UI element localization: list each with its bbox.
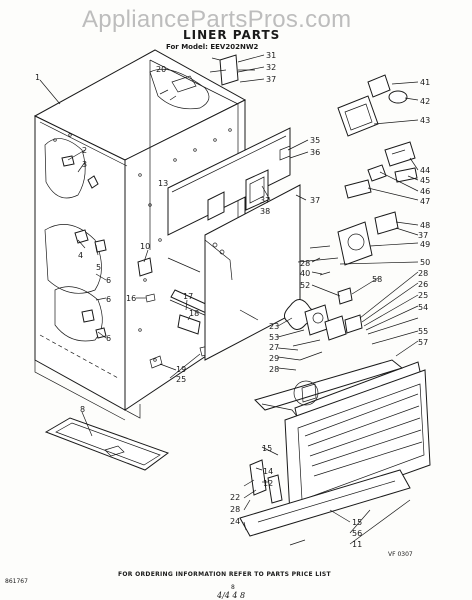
callout-50: 50 — [420, 258, 430, 267]
callout-19: 19 — [176, 365, 186, 374]
callout-5: 5 — [96, 263, 101, 272]
drip-tray — [44, 417, 170, 471]
callout-35: 35 — [310, 136, 320, 145]
callout-28d: 28 — [230, 505, 240, 514]
callout-4: 4 — [78, 251, 83, 260]
callout-54: 54 — [418, 303, 428, 312]
callout-38: 38 — [260, 207, 270, 216]
model-line: For Model: EEV202NW2 — [166, 43, 259, 51]
callout-42: 42 — [420, 97, 430, 106]
diagram-title: LINER PARTS — [183, 28, 281, 42]
light-assembly — [337, 74, 408, 137]
callout-37d: 37 — [418, 231, 428, 240]
callout-46: 46 — [420, 187, 430, 196]
callout-45: 45 — [420, 176, 430, 185]
callout-43: 43 — [420, 116, 430, 125]
callout-10: 10 — [140, 242, 150, 251]
callout-40: 40 — [300, 269, 310, 278]
upper-brackets — [211, 54, 255, 86]
callout-32: 32 — [266, 63, 276, 72]
callout-52: 52 — [300, 281, 310, 290]
callout-55: 55 — [418, 327, 428, 336]
callout-29: 29 — [269, 354, 279, 363]
callout-27: 27 — [269, 343, 279, 352]
callout-41: 41 — [420, 78, 430, 87]
callout-28a: 28 — [300, 259, 310, 268]
callout-13: 13 — [158, 179, 168, 188]
callout-37c: 37 — [310, 196, 320, 205]
screw-holes — [53, 128, 232, 362]
callout-14: 14 — [263, 467, 273, 476]
ordering-note: FOR ORDERING INFORMATION REFER TO PARTS … — [118, 571, 331, 578]
callout-25: 25 — [176, 375, 186, 384]
callout-18: 18 — [189, 309, 199, 318]
callout-3: 3 — [82, 160, 87, 169]
fan-blade-motor — [284, 287, 363, 361]
callout-26: 26 — [418, 280, 428, 289]
watermark: AppliancePartsPros.com — [82, 6, 352, 33]
leader-lines — [39, 54, 419, 545]
callout-23: 23 — [269, 322, 279, 331]
callout-44: 44 — [420, 166, 430, 175]
page-number: 8 — [231, 584, 235, 591]
callout-2: 2 — [82, 146, 87, 155]
callout-58: 58 — [372, 275, 382, 284]
callout-31: 31 — [266, 51, 276, 60]
callout-6c: 6 — [106, 334, 111, 343]
callout-24: 24 — [230, 517, 240, 526]
callout-28c: 28 — [269, 365, 279, 374]
callout-20: 20 — [156, 65, 166, 74]
handwritten-note: 4/4 4 8 — [217, 591, 246, 600]
callout-47: 47 — [420, 197, 430, 206]
callout-37a: 37 — [266, 75, 276, 84]
callout-49: 49 — [420, 240, 430, 249]
diagram-code: VF 0307 — [388, 551, 413, 558]
callout-15: 15 — [262, 444, 272, 453]
callout-6: 6 — [106, 276, 111, 285]
callout-15b: 15 — [352, 518, 362, 527]
fan-motor-assembly — [297, 211, 399, 276]
callout-36: 36 — [310, 148, 320, 157]
callout-57: 57 — [418, 338, 428, 347]
callout-1: 1 — [35, 73, 40, 82]
callout-12: 12 — [263, 479, 273, 488]
document-code: 861767 — [5, 578, 28, 585]
evaporator-cover — [167, 127, 301, 361]
thermostat-controls — [344, 141, 418, 199]
callout-11: 11 — [352, 540, 362, 549]
callout-17: 17 — [183, 292, 193, 301]
callout-53: 53 — [269, 333, 279, 342]
kickplate-assembly — [239, 369, 431, 546]
callout-8: 8 — [80, 405, 85, 414]
callout-37b: 37 — [260, 196, 270, 205]
callout-56: 56 — [352, 529, 362, 538]
callout-48: 48 — [420, 221, 430, 230]
callout-28b: 28 — [418, 269, 428, 278]
callout-25b: 25 — [418, 291, 428, 300]
callout-22: 22 — [230, 493, 240, 502]
callout-16: 16 — [126, 294, 136, 303]
callout-6b: 6 — [106, 295, 111, 304]
callout-labels: 1 2 3 4 5 6 6 6 8 10 11 12 13 14 15 15 1… — [35, 51, 430, 549]
